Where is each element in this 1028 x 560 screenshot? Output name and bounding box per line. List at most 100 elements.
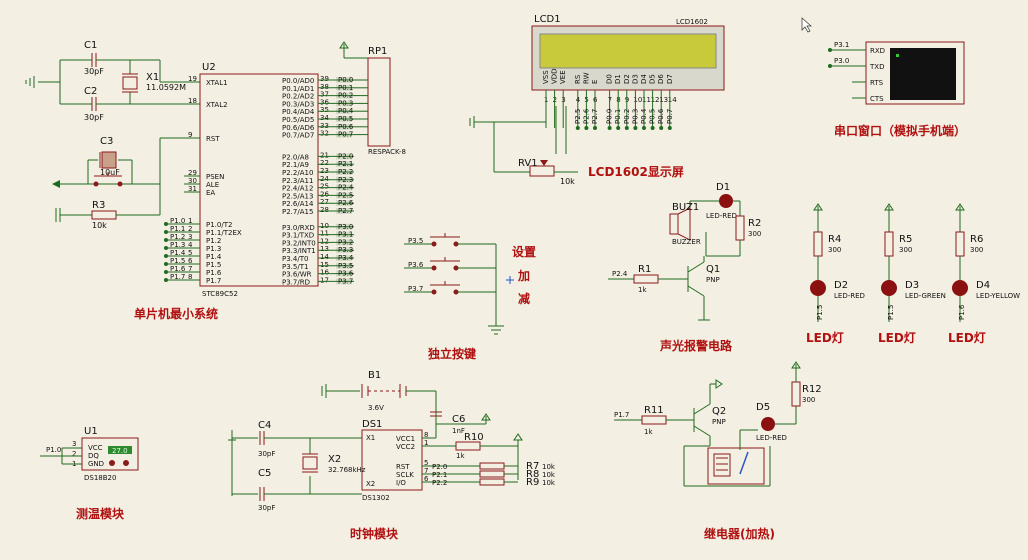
mcu-pin-11: P1.5 [206, 261, 221, 269]
mcu-rnet-22: P3.6 [338, 270, 354, 278]
r10-value: 1k [456, 452, 465, 460]
ds1-pin-2: RST [396, 463, 410, 471]
mcu-rnum-2: 37 [320, 91, 329, 99]
mcu-rnet-4: P0.4 [338, 107, 354, 115]
lcd-ref: LCD1 [534, 14, 561, 25]
mcu-rnet-9: P2.1 [338, 160, 353, 168]
led-r-ref-2: R6 [970, 234, 983, 245]
mcu-rnet-8: P2.0 [338, 152, 353, 160]
mcu-rnet-15: P2.7 [338, 207, 353, 215]
mcu-rnet-13: P2.5 [338, 191, 353, 199]
r12-value: 300 [802, 396, 815, 404]
mcu-left-net-6: P1.0 [170, 217, 185, 225]
lcd-pin-8: D2 [623, 74, 631, 84]
mcu-left-pins: XTAL119XTAL218RST9PSEN29ALE30EA31P1.0/T2… [164, 75, 242, 285]
mcu-pinnum-5: 31 [188, 185, 197, 193]
mcu-pinnum-0: 19 [188, 75, 197, 83]
mcu-rnet-12: P2.4 [338, 184, 354, 192]
alarm-net: P2.4 [612, 270, 628, 278]
mcu-rpin-2: P0.2/AD2 [282, 93, 314, 101]
mcu-rnum-22: 16 [320, 269, 329, 277]
ds1-pin-x2: X2 [366, 480, 375, 488]
mcu-rpin-12: P2.4/A12 [282, 185, 313, 193]
lcd-pin-11: D5 [649, 74, 657, 84]
led-r-ref-1: R5 [899, 234, 912, 245]
led-net-2: P1.6 [958, 304, 966, 320]
u1-pin-vcc: VCC [88, 444, 103, 452]
ds1-ref: DS1 [362, 419, 382, 430]
mcu-left-net-12: P1.6 [170, 265, 186, 273]
mcu-rpin-15: P2.7/A15 [282, 208, 313, 216]
x1-value: 11.0592M [146, 83, 186, 92]
mcu-left-net-7: P1.1 [170, 225, 185, 233]
led3-caption: LED灯 [948, 330, 986, 345]
mcu-rnet-3: P0.3 [338, 99, 353, 107]
relay-net: P1.7 [614, 411, 629, 419]
clock-r-value-2: 10k [542, 479, 556, 487]
mcu-rnet-16: P3.0 [338, 223, 353, 231]
u1-pin-dq: DQ [88, 452, 99, 460]
serial-pin-1: TXD [869, 63, 884, 71]
mcu-rpin-22: P3.6/WR [282, 271, 312, 279]
mcu-pinnum-8: 3 [188, 233, 192, 241]
x2-ref: X2 [328, 454, 341, 465]
serial-net-2: P3.0 [834, 57, 849, 65]
mcu-rpin-18: P3.2/INT0 [282, 239, 316, 247]
r1-ref: R1 [638, 264, 651, 275]
mcu-pin-6: P1.0/T2 [206, 221, 232, 229]
c2-ref: C2 [84, 86, 97, 97]
mcu-rpin-17: P3.1/TXD [282, 232, 314, 240]
mcu-rnet-14: P2.6 [338, 199, 354, 207]
r12-ref: R12 [802, 384, 822, 395]
c6-value: 1nF [452, 427, 465, 435]
mcu-rpin-11: P2.3/A11 [282, 177, 313, 185]
rp1-part: RESPACK-8 [368, 148, 406, 156]
mcu-rnum-6: 33 [320, 122, 329, 130]
c4-value: 30pF [258, 450, 275, 458]
mcu-pinnum-4: 30 [188, 177, 197, 185]
d5-ref: D5 [756, 402, 770, 413]
temp-caption: 测温模块 [76, 506, 125, 521]
u1-part: DS18B20 [84, 474, 116, 482]
mcu-rnet-7: P0.7 [338, 131, 353, 139]
mcu-rpin-8: P2.0/A8 [282, 153, 309, 161]
r3-value: 10k [92, 221, 107, 230]
mcu-pin-10: P1.4 [206, 253, 222, 261]
lcd-net-11: P0.5 [649, 109, 657, 124]
d1-part: LED-RED [706, 212, 737, 220]
mcu-rnum-14: 27 [320, 198, 329, 206]
mcu-rnet-11: P2.3 [338, 176, 353, 184]
mcu-rnum-23: 17 [320, 276, 329, 284]
mcu-rnet-18: P3.2 [338, 238, 353, 246]
mcu-rnet-1: P0.1 [338, 84, 353, 92]
lcd-pin-12: D6 [657, 74, 665, 84]
lcd-net-7: P0.1 [614, 109, 622, 124]
lcd-pin-7: D1 [614, 74, 622, 84]
cursor-icon [801, 17, 812, 33]
mcu-pin-9: P1.3 [206, 245, 221, 253]
mcu-rpin-9: P2.1/A9 [282, 161, 309, 169]
ds1-pin-3: SCLK [396, 471, 414, 479]
x2-value: 32.768kHz [328, 466, 366, 474]
mcu-rpin-4: P0.4/AD4 [282, 108, 315, 116]
clock-r-value-1: 10k [542, 471, 556, 479]
ds1-net-4: P2.2 [432, 479, 447, 487]
mcu-rnum-15: 28 [320, 206, 329, 214]
c2-value: 30pF [84, 113, 104, 122]
clock-r-ref-1: R8 [526, 469, 539, 480]
mcu-rnum-13: 26 [320, 190, 329, 198]
mcu-rnum-8: 21 [320, 151, 329, 159]
led-r-value-0: 300 [828, 246, 841, 254]
u2-part: STC89C52 [202, 290, 238, 298]
ds1-pin-1: VCC2 [396, 443, 415, 451]
mcu-rnum-18: 12 [320, 237, 329, 245]
mcu-rpin-1: P0.1/AD1 [282, 85, 314, 93]
mcu-left-net-8: P1.2 [170, 233, 185, 241]
mcu-rpin-13: P2.5/A13 [282, 192, 313, 200]
rp1-ref: RP1 [368, 46, 387, 57]
lcd-pin-9: D3 [631, 74, 639, 84]
mcu-left-net-9: P1.3 [170, 241, 185, 249]
ds1-pin-x1: X1 [366, 434, 375, 442]
mcu-pin-4: ALE [206, 181, 219, 189]
